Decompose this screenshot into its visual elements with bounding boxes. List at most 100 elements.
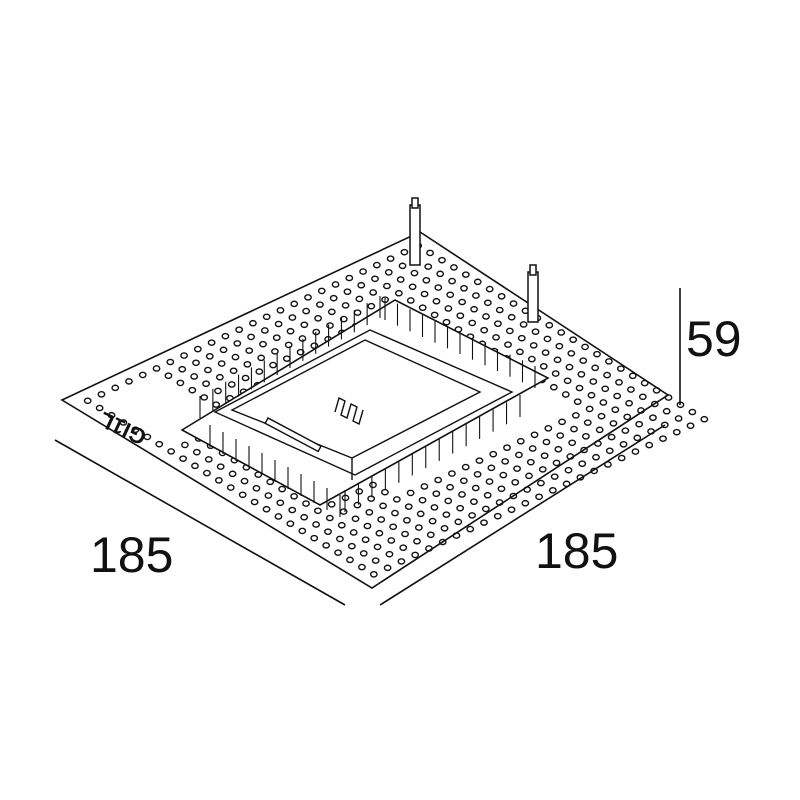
perforation-dot bbox=[245, 347, 254, 354]
perforation-dot bbox=[492, 334, 500, 341]
perforation-dot bbox=[379, 502, 387, 510]
dimension-height: 59 bbox=[686, 311, 742, 367]
perforation-dot bbox=[504, 341, 512, 348]
perforation-dot bbox=[359, 268, 367, 275]
perforation-dot bbox=[391, 509, 399, 517]
perforation-dot bbox=[269, 361, 277, 369]
perforation-dot bbox=[386, 255, 395, 262]
perforation-dot bbox=[509, 300, 518, 307]
perforation-dot bbox=[674, 415, 683, 422]
perforation-dot bbox=[233, 340, 242, 347]
perforation-dot bbox=[385, 550, 394, 558]
perforation-dot bbox=[581, 343, 589, 351]
perforation-dot bbox=[286, 327, 295, 335]
perforation-dot bbox=[369, 571, 378, 578]
perforation-dot bbox=[238, 491, 247, 499]
perforation-dot bbox=[357, 281, 366, 289]
perforation-dot bbox=[420, 290, 429, 298]
perforation-dot bbox=[349, 529, 358, 536]
perforation-dot bbox=[167, 448, 176, 455]
perforation-dot bbox=[188, 386, 197, 394]
perforation-dot bbox=[97, 391, 106, 398]
perforation-dot bbox=[125, 378, 133, 385]
perforation-dot bbox=[400, 248, 409, 256]
perforation-dot bbox=[204, 456, 213, 463]
perforation-dot bbox=[528, 445, 537, 452]
perforation-dot bbox=[548, 487, 557, 494]
perforation-dot bbox=[430, 504, 439, 511]
perforation-dot bbox=[288, 506, 297, 514]
perforation-dot bbox=[567, 350, 576, 357]
perforation-dot bbox=[272, 334, 281, 341]
perforation-dot bbox=[542, 438, 551, 446]
perforation-dot bbox=[243, 361, 252, 368]
perforation-dot bbox=[217, 360, 226, 367]
perforation-dot bbox=[556, 432, 565, 439]
perforation-dot bbox=[413, 537, 421, 545]
perforation-dot bbox=[563, 377, 572, 385]
perforation-dot bbox=[573, 398, 582, 405]
perforation-dot bbox=[575, 384, 584, 392]
perforation-dot bbox=[649, 414, 657, 421]
perforation-dot bbox=[440, 525, 449, 532]
perforation-dot bbox=[473, 278, 482, 286]
perforation-dot bbox=[325, 514, 334, 522]
perforation-dot bbox=[327, 501, 336, 508]
perforation-dot bbox=[138, 371, 147, 379]
perforation-dot bbox=[466, 525, 475, 533]
perforation-dot bbox=[334, 549, 342, 556]
perforation-dot bbox=[329, 294, 338, 302]
perforation-dot bbox=[191, 462, 199, 470]
perforation-dot bbox=[458, 491, 466, 498]
housing-box bbox=[213, 329, 514, 480]
perforation-dot bbox=[192, 448, 201, 456]
perforation-dot bbox=[513, 465, 521, 472]
perforation-dot bbox=[403, 517, 411, 524]
perforation-dot bbox=[483, 299, 492, 307]
perforation-dot bbox=[367, 495, 376, 502]
perforation-dot bbox=[252, 485, 261, 492]
perforation-dot bbox=[207, 339, 216, 346]
perforation-dot bbox=[193, 345, 202, 353]
perforation-dot bbox=[442, 511, 451, 518]
perforation-dot bbox=[555, 342, 564, 350]
perforation-dot bbox=[535, 493, 543, 501]
perforation-dot bbox=[459, 477, 468, 485]
perforation-dot bbox=[240, 477, 249, 485]
perforation-dot bbox=[456, 504, 465, 512]
perforation-dot bbox=[545, 321, 554, 329]
perforation-dot bbox=[406, 489, 415, 497]
perforation-dot bbox=[562, 480, 571, 488]
perforation-dot bbox=[300, 321, 309, 329]
perforation-dot bbox=[343, 288, 352, 295]
perforation-dot bbox=[638, 393, 647, 401]
perforation-dot bbox=[592, 453, 600, 461]
perforation-dot bbox=[613, 392, 622, 400]
perforation-dot bbox=[527, 355, 536, 363]
perforation-dot bbox=[337, 521, 346, 529]
perforation-dot bbox=[590, 467, 599, 475]
perforation-dot bbox=[589, 378, 598, 385]
perforation-dot bbox=[304, 294, 312, 301]
perforation-dot bbox=[458, 298, 467, 306]
dimension-width-right: 185 bbox=[535, 523, 619, 579]
perforation-dot bbox=[645, 441, 654, 449]
perforation-dot bbox=[215, 373, 224, 381]
perforation-dot bbox=[411, 551, 420, 559]
perforation-dot bbox=[397, 558, 406, 565]
perforation-dot bbox=[582, 433, 590, 440]
perforation-dot bbox=[540, 452, 549, 459]
perforation-dot bbox=[408, 283, 417, 291]
perforation-dot bbox=[507, 506, 516, 513]
perforation-dot bbox=[247, 333, 255, 341]
perforation-dot bbox=[296, 348, 305, 356]
perforation-dot bbox=[652, 387, 661, 394]
perforation-dot bbox=[637, 407, 645, 414]
perforation-dot bbox=[499, 471, 508, 479]
perforation-dot bbox=[430, 311, 439, 319]
perforation-dot bbox=[485, 285, 494, 293]
perforation-dot bbox=[226, 484, 235, 491]
perforation-dot bbox=[516, 437, 525, 445]
perforation-dot bbox=[700, 415, 709, 423]
